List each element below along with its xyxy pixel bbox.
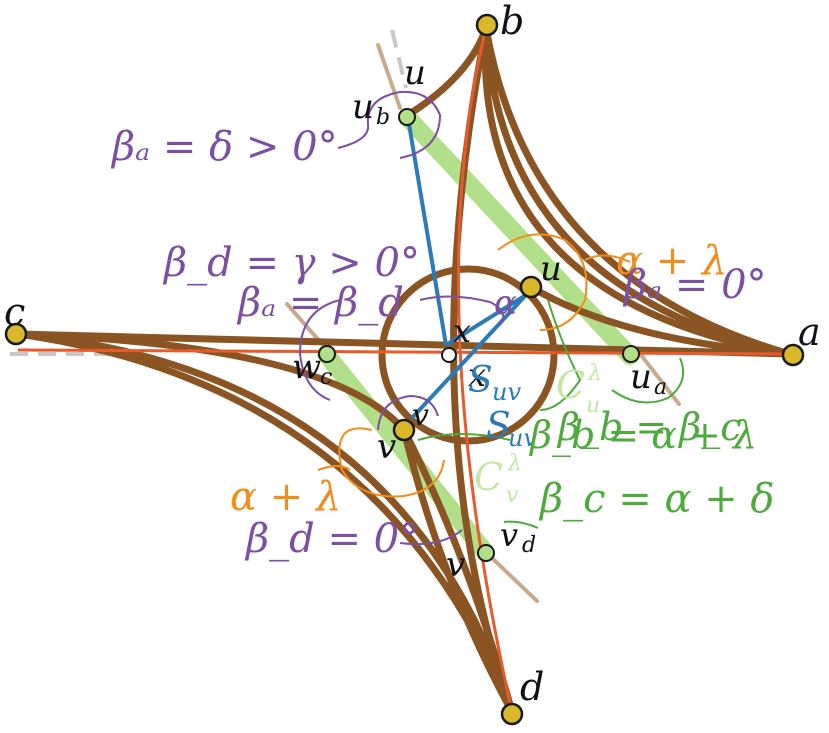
eq-beta-d-gamma: β_d = γ > 0° <box>162 240 420 286</box>
vertex-labels: u u b u u a w c v v v v d x x <box>292 53 667 585</box>
vertex-markers <box>318 108 640 562</box>
eq-beta-b-1: β_b = α + λ <box>528 413 757 458</box>
eq-beta-a-zero: βₐ = 0° <box>622 262 767 308</box>
label-vd-sub: d <box>522 533 536 558</box>
curve-c-v <box>14 330 408 434</box>
point-d <box>500 702 524 726</box>
curve-c-a <box>14 330 794 358</box>
label-cu: C <box>556 363 585 407</box>
blue-segment-ub-x <box>406 117 448 346</box>
label-u-right: u <box>540 249 562 289</box>
label-suv-1: S <box>468 360 493 401</box>
green-strip-lower <box>317 345 495 562</box>
eq-beta-c: β_c = α + δ <box>538 476 775 522</box>
label-x1: x <box>453 312 471 350</box>
label-c: c <box>4 290 25 334</box>
label-cv-sub: v <box>506 483 519 508</box>
marker-vd <box>477 544 495 562</box>
label-cu-sub: u <box>586 393 600 418</box>
label-u-top: u <box>404 53 426 93</box>
eq-beta-a-beta-d: βₐ = β_d <box>236 280 404 326</box>
tan-tick-right <box>639 353 681 406</box>
curve-v-d-2 <box>400 426 516 716</box>
label-ub-sub: b <box>376 105 390 130</box>
blue-segment-v-u <box>410 293 528 420</box>
tan-tick-bottom <box>490 556 539 603</box>
curve-b-a-mid <box>482 24 794 358</box>
tan-tick-left <box>285 302 324 346</box>
blue-segment-x-u <box>444 293 528 347</box>
label-b: b <box>500 0 524 43</box>
curve-v-d <box>400 426 516 716</box>
label-cv: C <box>474 455 503 499</box>
arc-purple-x <box>419 295 505 326</box>
segment-labels: S uv S uv C u λ C v λ <box>468 360 602 508</box>
arc-green-ua <box>611 357 684 404</box>
label-ua-sub: a <box>654 375 667 400</box>
dashed-line-top <box>390 29 408 89</box>
arc-green-vd <box>503 520 539 529</box>
label-x2: x <box>468 356 486 394</box>
curve-u-a <box>527 283 794 358</box>
point-a <box>781 343 805 367</box>
point-v <box>392 418 416 442</box>
arc-orange-u-tail <box>584 254 631 263</box>
arc-orange-v <box>338 427 445 498</box>
label-a: a <box>798 310 821 354</box>
label-wc-sub: c <box>320 365 332 390</box>
point-b <box>475 13 499 37</box>
arc-green-v <box>417 433 511 441</box>
label-v-left: v <box>377 427 396 467</box>
label-suv-1-sub: uv <box>492 378 521 406</box>
arc-purple-wc <box>298 299 341 401</box>
label-ua: u <box>630 357 652 397</box>
point-c <box>4 322 28 346</box>
point-labels: a b c d <box>4 0 821 709</box>
arc-purple-ub <box>337 90 442 159</box>
eq-alpha-lambda-left: α + λ <box>230 474 341 520</box>
arc-purple-v <box>377 394 439 431</box>
terminal-points <box>4 13 805 726</box>
curve-b-a-inner <box>482 24 794 358</box>
marker-wc <box>318 345 336 363</box>
equations: βₐ = δ > 0° β_d = γ > 0° βₐ = β_d α α + … <box>110 124 775 562</box>
eq-alpha: α <box>494 283 517 323</box>
eq-beta-d-zero: β_d = 0° <box>244 516 419 562</box>
label-suv-2-sub: uv <box>508 424 537 452</box>
label-cu-sup: λ <box>587 361 602 386</box>
marker-ub <box>398 108 416 126</box>
label-d: d <box>520 665 544 709</box>
marker-x <box>441 347 457 363</box>
blue-segments <box>406 117 528 420</box>
point-u <box>519 275 543 299</box>
tan-ticks <box>285 43 681 603</box>
tan-tick-top <box>376 43 402 110</box>
marker-ua <box>622 345 640 363</box>
arc-orange-v-tail <box>317 465 351 471</box>
eq-beta-b-2: β_b = β_c <box>556 405 742 450</box>
red-line-c-a <box>17 348 791 356</box>
label-suv-2: S <box>486 406 511 447</box>
eq-alpha-lambda-right: α + λ <box>616 238 727 284</box>
arc-green-u <box>539 299 582 411</box>
label-ub: u <box>352 87 374 127</box>
label-v-left2: v <box>412 398 429 433</box>
angle-arcs <box>298 90 684 546</box>
curve-b-a-outer <box>481 24 794 358</box>
arc-purple-vd <box>399 529 463 546</box>
eq-beta-a-delta: βₐ = δ > 0° <box>110 124 338 170</box>
label-vd: v <box>500 516 518 554</box>
arc-orange-u <box>497 233 588 331</box>
label-cv-sup: λ <box>507 451 522 476</box>
label-v-bottom: v <box>446 545 465 585</box>
label-wc: w <box>292 347 321 387</box>
